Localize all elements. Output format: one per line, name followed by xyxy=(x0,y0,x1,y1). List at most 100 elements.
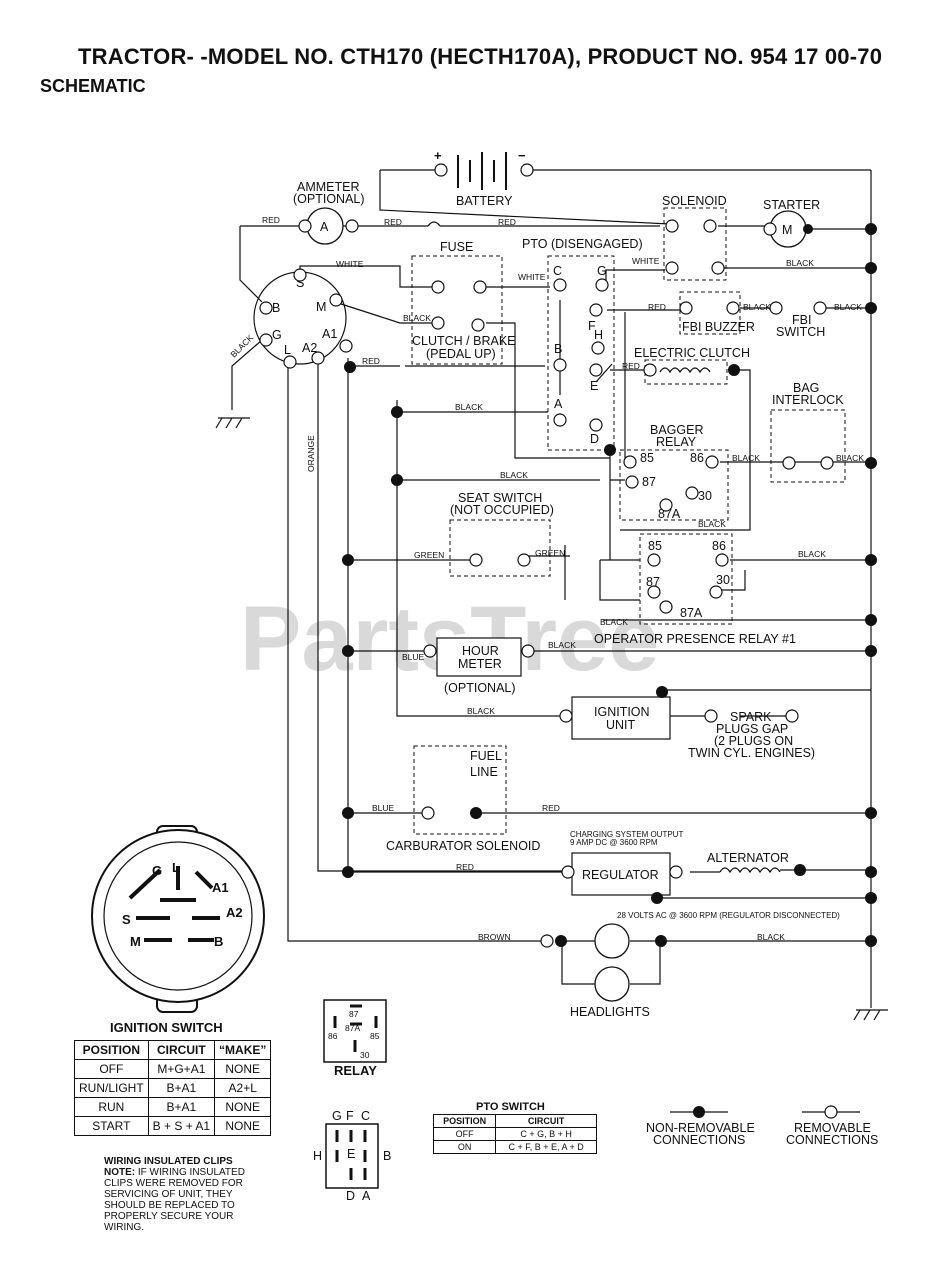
bagger-30: 30 xyxy=(698,489,712,503)
term-s: S xyxy=(296,276,304,290)
ign-col-make: “MAKE” xyxy=(214,1040,272,1060)
table-cell: NONE xyxy=(214,1059,272,1079)
headlight-1-symbol xyxy=(594,923,630,959)
starter-letter: M xyxy=(782,223,792,237)
wiring-note-body: IF WIRING INSULATED CLIPS WERE REMOVED F… xyxy=(104,1167,245,1233)
ign-label-s: S xyxy=(122,912,131,927)
charging-label-1: CHARGING SYSTEM OUTPUT xyxy=(570,830,683,839)
wire-label-black-9: BLACK xyxy=(698,519,726,529)
wire-label-black-6: BLACK xyxy=(500,470,528,480)
op-85: 85 xyxy=(648,539,662,553)
wire-lines xyxy=(215,169,888,1021)
pto-conn-h: H xyxy=(313,1149,322,1163)
pto-conn-e: E xyxy=(347,1147,355,1161)
wiring-note-title: WIRING INSULATED CLIPS xyxy=(104,1156,233,1167)
electric-clutch-coil xyxy=(659,367,711,374)
bagger-relay-box xyxy=(619,449,729,521)
seat-switch-label-1: SEAT SWITCH xyxy=(458,491,542,505)
regulator-label: REGULATOR xyxy=(582,868,659,882)
wire-label-black-8: BLACK xyxy=(836,453,864,463)
table-cell: B+A1 xyxy=(147,1078,216,1098)
fuel-line-label-1: FUEL xyxy=(470,749,502,763)
ac-note-label: 28 VOLTS AC @ 3600 RPM (REGULATOR DISCON… xyxy=(617,911,840,920)
right-ground-symbol xyxy=(853,1009,888,1021)
ammeter-to-b-wire xyxy=(239,226,263,303)
wire-label-green-1: GREEN xyxy=(414,550,444,560)
legend-non-removable-1: NON-REMOVABLE xyxy=(646,1121,755,1135)
wire-label-red-5: RED xyxy=(362,356,380,366)
wire-label-red-8: RED xyxy=(456,862,474,872)
brown-headlight-wire xyxy=(287,362,547,942)
table-cell: C + F, B + E, A + D xyxy=(495,1140,597,1154)
wire-label-black-2: BLACK xyxy=(743,302,771,312)
ignition-unit-label-1: IGNITION xyxy=(594,705,650,719)
fuse-label: FUSE xyxy=(440,240,473,254)
fuse-symbol xyxy=(427,221,441,227)
headlight-loop-wire xyxy=(561,940,871,985)
electric-clutch-label: ELECTRIC CLUTCH xyxy=(634,346,750,360)
bag-interlock-label-1: BAG xyxy=(793,381,819,395)
pto-connector-pins xyxy=(335,1130,367,1180)
relay-label: RELAY xyxy=(334,1063,377,1078)
bag-interlock-box xyxy=(770,409,846,483)
term-m: M xyxy=(316,300,326,314)
table-row: RUN B+A1 NONE xyxy=(74,1097,272,1117)
page-subtitle: SCHEMATIC xyxy=(40,76,146,96)
ammeter-label-2: (OPTIONAL) xyxy=(293,192,365,206)
legend-removable-1: REMOVABLE xyxy=(794,1121,871,1135)
ignition-unit-label-2: UNIT xyxy=(606,718,636,732)
connection-dots xyxy=(259,163,877,948)
green-seat-wire xyxy=(348,555,570,561)
operator-relay-label: OPERATOR PRESENCE RELAY #1 xyxy=(594,632,796,646)
pto-box xyxy=(547,255,615,451)
table-row: START B + S + A1 NONE xyxy=(74,1116,272,1136)
term-g: G xyxy=(272,328,282,342)
wire-label-red-3: RED xyxy=(498,217,516,227)
wire-label-white-3: WHITE xyxy=(632,256,660,266)
ign-label-a1: A1 xyxy=(212,880,229,895)
clutch-black-wire xyxy=(334,301,610,459)
wire-label-red-7: RED xyxy=(542,803,560,813)
term-l: L xyxy=(284,343,291,357)
spark-label-1: SPARK xyxy=(730,710,772,724)
table-cell: ON xyxy=(432,1140,497,1154)
table-cell: A2+L xyxy=(214,1078,272,1098)
wire-label-black-12: BLACK xyxy=(548,640,576,650)
pto-term-g: G xyxy=(597,264,607,278)
seat-switch-label-2: (NOT OCCUPIED) xyxy=(450,503,554,517)
clutch-brake-box xyxy=(411,255,503,365)
pto-term-f: F xyxy=(588,319,596,333)
spark-label-4: TWIN CYL. ENGINES) xyxy=(688,746,815,760)
op-87a: 87A xyxy=(680,606,703,620)
pto-term-c: C xyxy=(553,264,562,278)
ignition-switch-title: IGNITION SWITCH xyxy=(110,1020,223,1035)
bagger-86: 86 xyxy=(690,451,704,465)
fuel-line-label-2: LINE xyxy=(470,765,498,779)
wire-label-blue-2: BLUE xyxy=(372,803,395,813)
pto-conn-c: C xyxy=(361,1109,370,1123)
charging-label-2: 9 AMP DC @ 3600 RPM xyxy=(570,838,658,847)
hour-meter-label-1: HOUR xyxy=(462,644,499,658)
table-cell: B+A1 xyxy=(147,1097,216,1117)
ign-col-circuit: CIRCUIT xyxy=(147,1040,216,1060)
page-title: TRACTOR- -MODEL NO. CTH170 (HECTH170A), … xyxy=(78,44,883,69)
pto-switch-table: POSITION CIRCUIT OFF C + G, B + H ON C +… xyxy=(432,1114,597,1154)
electric-clutch-wire xyxy=(610,369,751,531)
term-a1: A1 xyxy=(322,327,337,341)
ignition-unit-box xyxy=(571,696,671,740)
pto-conn-b: B xyxy=(383,1149,391,1163)
operator-86-wire xyxy=(720,559,871,591)
wire-label-black-15: BLACK xyxy=(228,332,255,359)
pto-conn-a: A xyxy=(362,1189,371,1203)
pto-term-a: A xyxy=(554,397,563,411)
wiring-note: WIRING INSULATED CLIPS NOTE: IF WIRING I… xyxy=(104,1156,269,1233)
battery-label: BATTERY xyxy=(456,194,513,208)
white-pto-wire xyxy=(486,269,665,288)
bagger-relay-label-1: BAGGER xyxy=(650,423,704,437)
wire-label-green-2: GREEN xyxy=(535,548,565,558)
term-b: B xyxy=(272,301,280,315)
ign-label-b: B xyxy=(214,934,223,949)
ignition-switch-table: POSITION CIRCUIT “MAKE” OFF M+G+A1 NONE … xyxy=(74,1040,272,1136)
solenoid-label: SOLENOID xyxy=(662,194,727,208)
